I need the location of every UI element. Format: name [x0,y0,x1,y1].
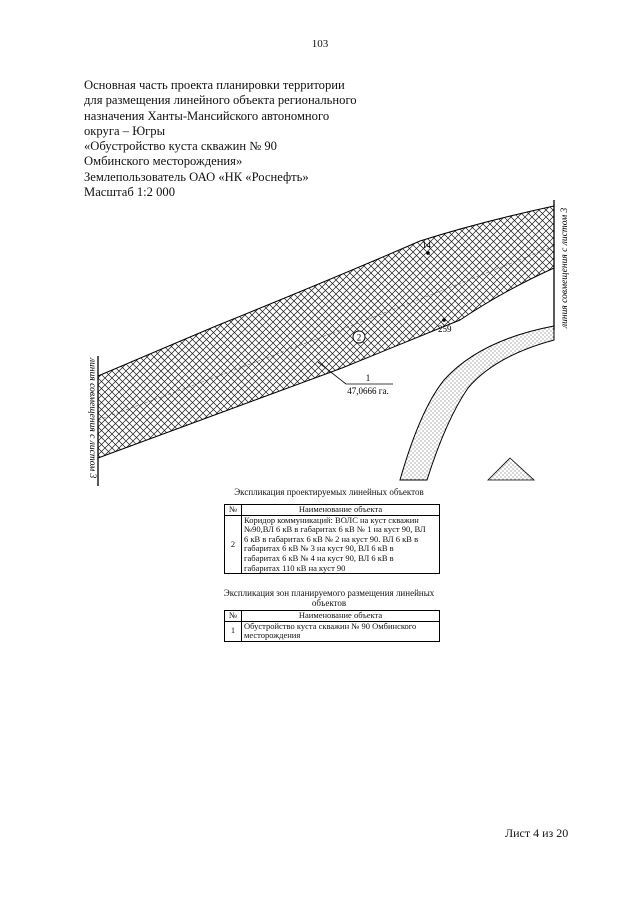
sheet-counter: Лист 4 из 20 [505,826,569,840]
page-number: 103 [311,38,329,50]
header-line: округа – Югры [84,123,166,138]
header-line: для размещения линейного объекта региона… [84,93,357,108]
header-line: назначения Ханты-Мансийского автономного [84,108,330,123]
survey-point-label: 259 [438,324,452,334]
matchline-right-label: линия совмещения с листом 3 [560,207,570,329]
row-object-name: Коридор коммуникаций: ВОЛС на куст скваж… [241,514,440,575]
object-name-line: №90,ВЛ 6 кВ в габаритах 6 кВ № 1 на куст… [244,524,426,535]
zones-caption: Экспликация зон планируемого размещения … [219,588,439,608]
zone-callout-area: 47,0666 га. [347,386,388,396]
zones-table: № Наименование объекта 1 Обустройство ку… [224,610,440,642]
object-name-line: 6 кВ в габаритах 6 кВ № 2 на куст 90. ВЛ… [244,533,419,544]
survey-point-label: 14 [422,240,432,250]
zones-caption-line: объектов [311,598,347,608]
column-header-name: Наименование объекта [241,504,440,516]
object-marker-number: 2 [357,333,362,343]
header-line: Землепользователь ОАО «НК «Роснефть» [84,169,309,184]
object-name-line: Коридор коммуникаций: ВОЛС на куст скваж… [244,514,419,525]
table-row: 1 Обустройство куста скважин № 90 Омбинс… [224,620,440,642]
object-name-line: габаритах 6 кВ № 4 на куст 90, ВЛ 6 кВ в [244,552,394,563]
header-scale: Масштаб 1:2 000 [84,185,176,200]
zones-caption-line: Экспликация зон планируемого размещения … [223,588,435,598]
linear-objects-table: № Наименование объекта 2 Коридор коммуни… [224,504,440,575]
object-name-line: габаритах 110 кВ на куст 90 [244,562,346,573]
header-line: Основная часть проекта планировки террит… [84,78,345,92]
matchline-left-label: линия совмещения с листом 3 [87,357,97,479]
corridor-axis-line [97,245,555,421]
well-pad-fragment [487,457,536,481]
object-name-line: Обустройство куста скважин № 90 Омбинско… [244,620,417,631]
table-header-row: № Наименование объекта [224,610,440,622]
object-marker [352,330,366,344]
row-number: 1 [224,620,242,642]
header-line: «Обустройство куста скважин № 90 [84,139,277,154]
planning-zone-corridor [97,205,555,459]
road-dotted [399,325,555,481]
column-header-number: № [224,610,242,622]
column-header-name: Наименование объекта [241,610,440,622]
row-number: 2 [224,514,242,575]
zone-callout-leader [317,361,347,385]
document-header: Основная часть проекта планировки террит… [84,78,404,200]
row-object-name: Обустройство куста скважин № 90 Омбинско… [241,620,440,642]
table-row: 2 Коридор коммуникаций: ВОЛС на куст скв… [224,514,440,575]
survey-point-14 [426,251,430,255]
header-line: Омбинского месторождения» [84,154,243,169]
object-name-line: габаритах 6 кВ № 3 на куст 90, ВЛ 6 кВ в [244,543,394,554]
linear-objects-caption: Экспликация проектируемых линейных объек… [234,487,424,497]
object-name-line: месторождения [244,630,301,641]
table-header-row: № Наименование объекта [224,504,440,516]
survey-point-259 [442,318,446,322]
zone-callout-number: 1 [366,373,371,383]
column-header-number: № [224,504,242,516]
